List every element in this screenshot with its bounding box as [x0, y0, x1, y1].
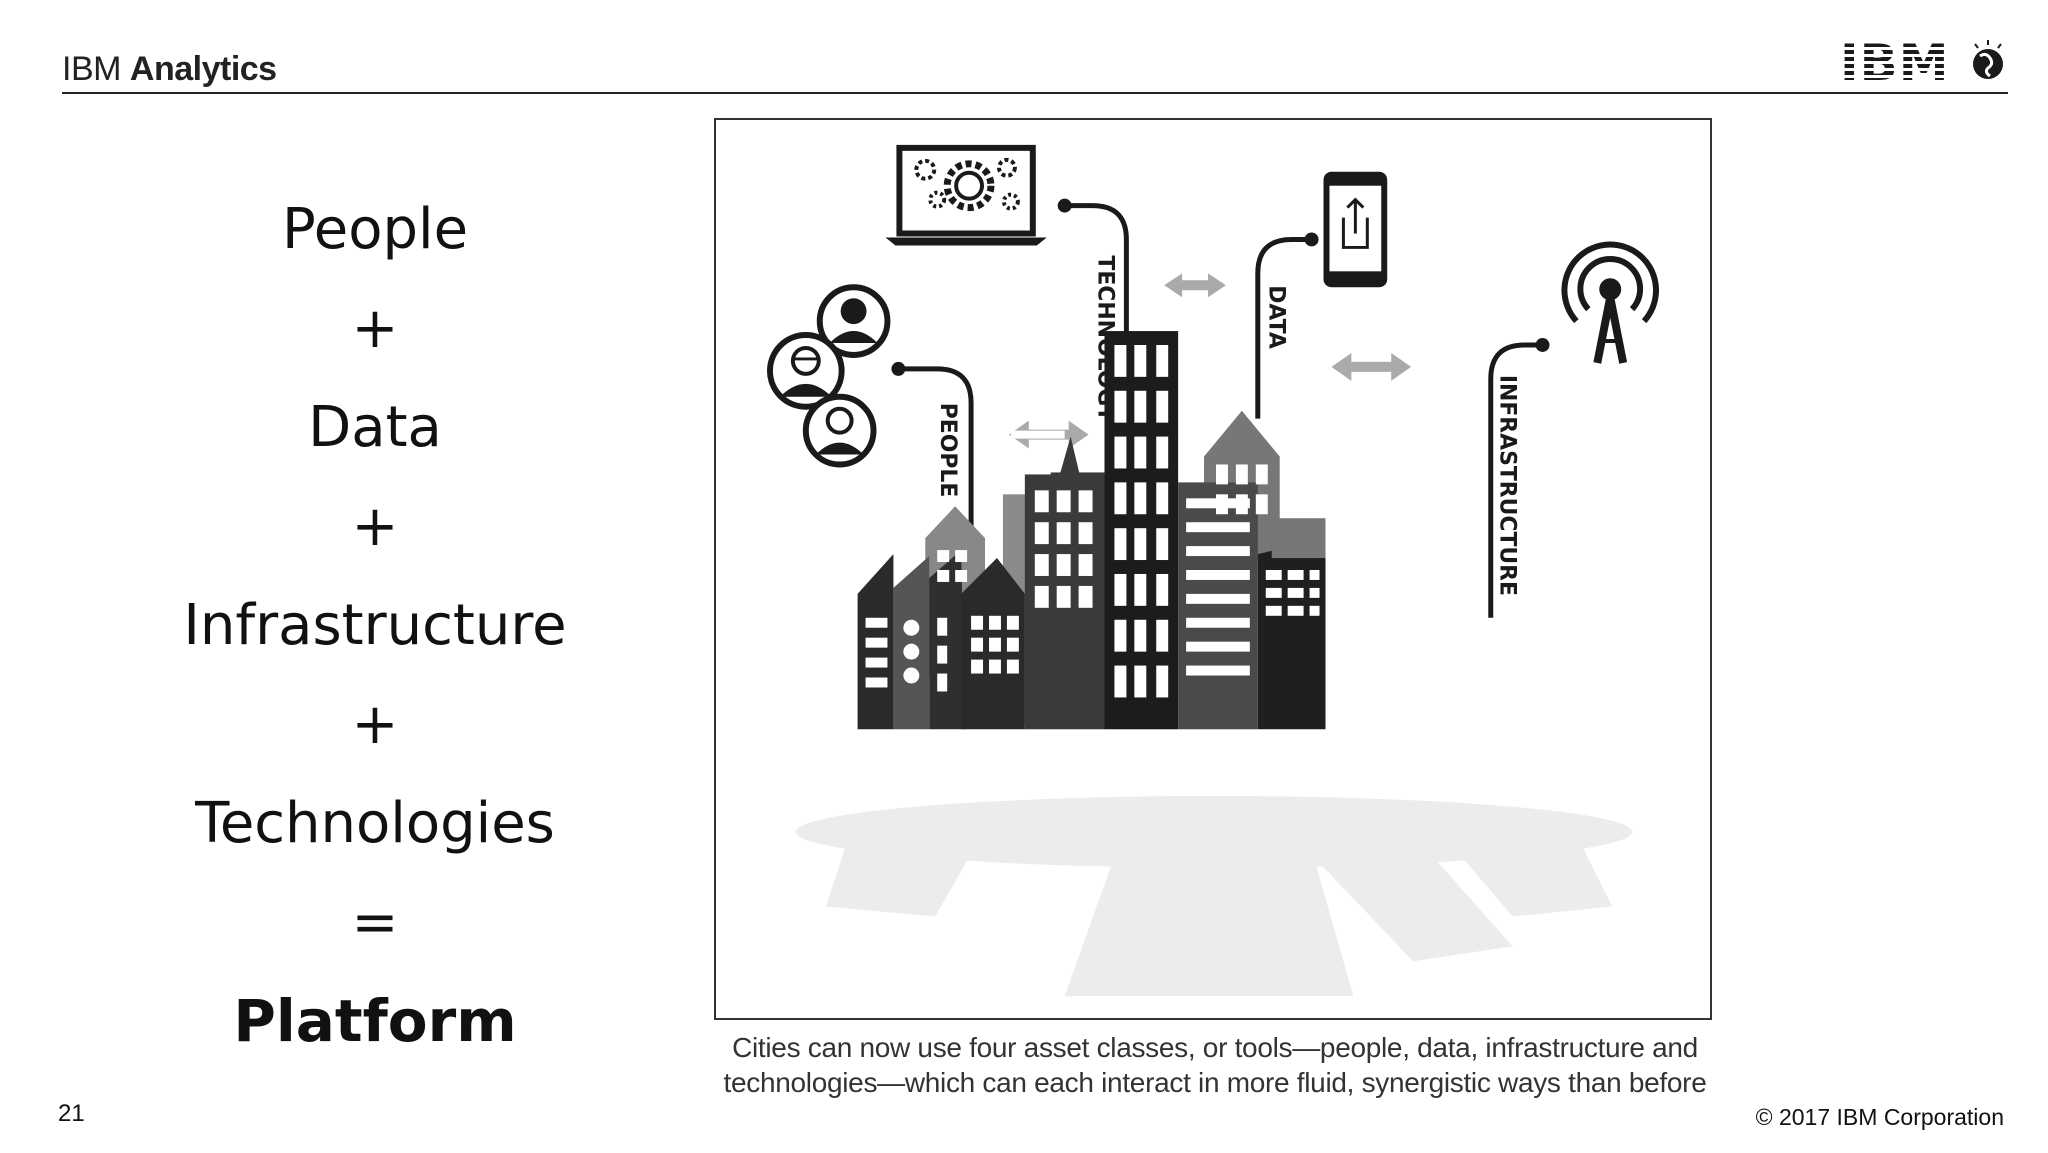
- interaction-arrows: [1008, 273, 1412, 449]
- copyright-notice: © 2017 IBM Corporation: [1755, 1104, 2004, 1130]
- ibm-logo: IBM: [1840, 34, 2003, 90]
- caption-line-1: Cities can now use four asset classes, o…: [732, 1032, 1698, 1063]
- figure-caption: Cities can now use four asset classes, o…: [700, 1030, 1730, 1100]
- label-data: DATA: [1264, 285, 1289, 349]
- formula-platform: Platform: [233, 987, 517, 1055]
- page-number: 21: [58, 1100, 85, 1127]
- logo-text: IBM: [1840, 34, 1949, 90]
- header-brand: IBM Analytics: [62, 50, 277, 89]
- formula-plus: +: [351, 692, 399, 757]
- avatar-man-glasses-icon: [766, 332, 845, 410]
- building-windows: [865, 344, 1320, 698]
- city-skyline: [857, 331, 1326, 730]
- label-infrastructure: INFRASTRUCTURE: [1495, 375, 1520, 596]
- smartphone-share-icon: [1323, 171, 1388, 288]
- formula-equals: =: [351, 890, 399, 955]
- platform-formula: People + Data + Infrastructure + Technol…: [130, 180, 620, 1071]
- formula-plus: +: [351, 494, 399, 559]
- ground-shadow: [795, 795, 1633, 997]
- formula-people: People: [281, 197, 469, 262]
- formula-technologies: Technologies: [195, 791, 555, 856]
- caption-line-2: technologies—which can each interact in …: [723, 1067, 1707, 1098]
- city-illustration: PEOPLE TECHNOLOGY DATA INFRASTRUCTURE: [714, 118, 1712, 1020]
- brand-product: Analytics: [129, 50, 277, 88]
- brand-ibm: IBM: [62, 50, 121, 88]
- arrow-technology-data-icon: [1164, 273, 1226, 298]
- connector-dots: [891, 198, 1550, 376]
- formula-infrastructure: Infrastructure: [183, 593, 567, 658]
- header-divider: [62, 92, 2008, 94]
- connector-lines: [898, 203, 1543, 678]
- city-illustration-svg: PEOPLE TECHNOLOGY DATA INFRASTRUCTURE: [766, 144, 1660, 997]
- globe-icon: [1973, 40, 2003, 79]
- people-avatars-icon: [766, 284, 891, 468]
- laptop-gears-icon: [885, 144, 1047, 246]
- formula-data: Data: [308, 395, 442, 460]
- formula-plus: +: [351, 296, 399, 361]
- avatar-woman-icon: [816, 284, 891, 358]
- label-people: PEOPLE: [935, 403, 960, 498]
- radio-tower-icon: [1561, 241, 1660, 364]
- avatar-man-icon: [802, 393, 877, 468]
- arrow-data-infrastructure-icon: [1331, 352, 1412, 381]
